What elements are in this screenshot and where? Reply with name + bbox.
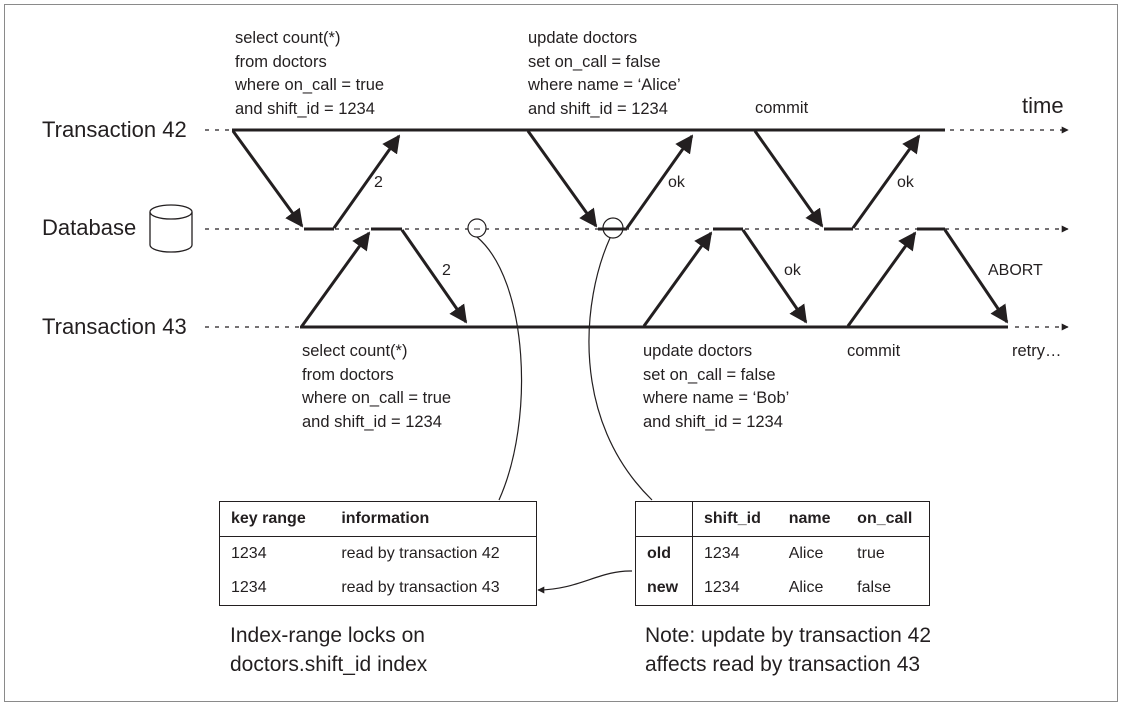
t43-commit-arrow: [846, 231, 917, 327]
table-header-row: shift_id name on_call: [635, 501, 930, 537]
t42-commit-label: commit: [755, 99, 809, 117]
t42-update-ok: ok: [668, 174, 685, 191]
t43-update-ok: ok: [784, 262, 801, 279]
table-row: new 1234 Alice false: [635, 571, 930, 606]
table-cell: false: [857, 579, 891, 596]
table-cell: Alice: [788, 545, 824, 562]
t43-retry-label: retry…: [1012, 342, 1062, 360]
t42-update-ok-arrow: [625, 134, 694, 229]
column-header: information: [330, 501, 537, 537]
column-header: key range: [219, 501, 331, 537]
table-row: 1234 read by transaction 43: [220, 571, 537, 606]
leader-line-update: [588, 237, 653, 501]
t42-commit-arrow: [753, 130, 824, 228]
table-cell: 1234: [231, 579, 267, 596]
table-row: 1234 read by transaction 42: [220, 537, 537, 572]
t43-update-ok-arrow: [741, 229, 808, 324]
t43-abort-arrow: [943, 229, 1009, 324]
t43-count-response-arrow: [400, 229, 468, 324]
table-row: old 1234 Alice true: [635, 536, 930, 571]
column-header: [635, 501, 693, 537]
t42-count-result: 2: [374, 174, 383, 191]
table-cell: read by transaction 43: [341, 579, 500, 596]
leader-line-locks: [476, 236, 523, 501]
t43-select-query: select count(*)from doctors where on_cal…: [302, 342, 452, 431]
table-cell: 1234: [704, 579, 740, 596]
t43-commit-label: commit: [847, 342, 901, 360]
row-label: new: [635, 571, 693, 606]
t42-commit-ok: ok: [897, 174, 914, 191]
t43-abort-label: ABORT: [988, 262, 1043, 279]
row-versions-table: shift_id name on_call old 1234 Alice tru…: [635, 501, 930, 606]
t43-count-result: 2: [442, 262, 451, 279]
lock-marker-update: [602, 217, 624, 239]
t42-count-response-arrow: [332, 134, 401, 229]
column-header: shift_id: [692, 501, 778, 537]
t42-label: Transaction 42: [42, 117, 187, 142]
table-cell: true: [857, 545, 885, 562]
t43-query-arrow: [300, 231, 371, 327]
database-cylinder-icon: [149, 204, 193, 253]
table-header-row: key range information: [219, 501, 537, 537]
time-label: time: [1022, 93, 1064, 118]
lock-marker-read: [467, 218, 487, 238]
database-label: Database: [42, 215, 137, 240]
t42-update-arrow: [526, 130, 598, 228]
table-cell: Alice: [788, 579, 824, 596]
t42-commit-ok-arrow: [851, 134, 921, 229]
t42-query-arrow: [231, 130, 304, 228]
table-cell: read by transaction 42: [341, 545, 500, 562]
column-header: name: [777, 501, 847, 537]
affects-arrow: [537, 570, 633, 594]
column-header: on_call: [846, 501, 930, 537]
t42-select-query: select count(*)from doctors where on_cal…: [235, 29, 385, 118]
table-cell: 1234: [704, 545, 740, 562]
index-range-locks-table: key range information 1234 read by trans…: [219, 501, 537, 606]
t43-update-arrow: [642, 231, 713, 327]
diagram-frame: [4, 4, 1118, 702]
table-cell: 1234: [231, 545, 267, 562]
t43-label: Transaction 43: [42, 314, 187, 339]
row-label: old: [635, 536, 693, 571]
